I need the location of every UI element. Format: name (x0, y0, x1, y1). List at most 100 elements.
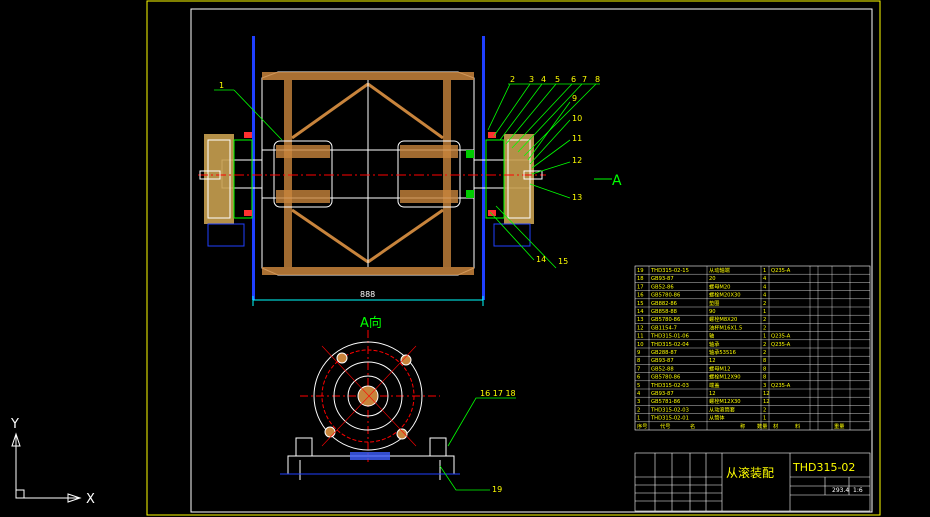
end-view-a (280, 330, 460, 480)
bom-cell: 2 (763, 317, 766, 323)
bom-cell: 8 (637, 358, 640, 364)
bom-cell: THD315-02-03 (650, 383, 689, 389)
bom-cell: 4 (763, 284, 767, 290)
bom-cell: GB52-88 (651, 366, 674, 372)
bom-cell: 8 (763, 366, 766, 372)
bom-cell: 2 (763, 350, 766, 356)
balloon-4: 4 (541, 75, 546, 84)
bom-header: 称 (740, 422, 745, 430)
balloon-13: 13 (572, 193, 582, 202)
bom-cell: 12 (763, 399, 770, 405)
bom-cell: 8 (763, 375, 766, 381)
bom-cell: 8 (763, 358, 766, 364)
bom-cell: 螺栓M12X90 (709, 373, 741, 381)
bom-cell: 19 (637, 268, 644, 274)
bom-cell: 2 (763, 325, 766, 331)
bom-cell: GB93-87 (651, 276, 674, 282)
bom-cell: 轴承 (709, 340, 720, 348)
bom-cell: THD315-02-15 (650, 268, 689, 274)
bom-cell: 6 (637, 375, 640, 381)
bom-cell: 1 (763, 416, 766, 422)
bom-cell: 10 (637, 342, 644, 348)
bom-cell: 2 (763, 301, 766, 307)
bom-cell: 4 (637, 391, 641, 397)
bom-cell: 12 (709, 358, 716, 364)
balloon-labels: 1 2 3 4 5 6 7 8 9 10 11 12 13 14 15 16 1… (219, 75, 600, 494)
bom-cell: GB5781-86 (651, 399, 680, 405)
bom-cell: GB858-88 (651, 309, 677, 315)
bom-cell: 5 (637, 383, 640, 389)
bom-cell: 油杯M16X1.5 (709, 323, 742, 331)
ucs-x-label: X (86, 492, 95, 507)
bom-cell: 螺栓M12X30 (709, 397, 741, 405)
balloon-10: 10 (572, 114, 582, 123)
bom-cell: 20 (709, 276, 716, 282)
bom-header: 序号 (637, 422, 647, 430)
bom-cell: 1 (763, 268, 766, 274)
bom-cell: 轴承53516 (709, 348, 736, 356)
bom-cell: 轴 (709, 332, 714, 340)
bom-cell: 2 (763, 407, 766, 413)
balloon-7: 7 (582, 75, 587, 84)
bom-cell: 从动轴端 (709, 266, 730, 274)
bom-cell: GB93-87 (651, 358, 674, 364)
bom-cell: GB288-87 (651, 350, 677, 356)
balloon-1: 1 (219, 81, 224, 90)
view-a-label: A向 (360, 315, 382, 331)
dimension-text: 888 (360, 290, 375, 299)
bom-cell: 3 (763, 383, 766, 389)
balloon-6: 6 (571, 75, 576, 84)
bom-header: 名 (690, 422, 695, 430)
ucs-y-label: Y (10, 417, 19, 432)
drawing-scale: 1:6 (853, 487, 863, 494)
bom-cell: 1 (637, 416, 640, 422)
sheet-outer-border (146, 0, 881, 516)
balloon-11: 11 (572, 134, 582, 143)
bom-cell: 从动滚筒套 (709, 405, 736, 413)
bom-cell: Q235-A (771, 268, 791, 274)
balloon-9: 9 (572, 94, 577, 103)
bom-header: 材 (773, 422, 778, 430)
bom-cell: 2 (763, 342, 766, 348)
bom-cell: 垫圈 (709, 299, 719, 307)
overall-dimension (252, 296, 484, 306)
bom-cell: THD315-02-01 (650, 416, 689, 422)
bom-cell: 端盖 (709, 381, 719, 389)
balloon-15: 15 (558, 257, 568, 266)
bom-cell: 90 (709, 309, 716, 315)
bom-cell: 17 (637, 284, 644, 290)
section-marker-label: A (612, 173, 622, 189)
bom-cell: GB93-87 (651, 391, 674, 397)
bom-cell: THD315-01-06 (650, 334, 689, 340)
bom-header: 数量 (757, 422, 767, 430)
bom-cell: THD315-02-03 (650, 407, 689, 413)
bom-cell: 12 (763, 391, 770, 397)
bom-cell: 16 (637, 293, 644, 299)
leader-lines (214, 83, 600, 491)
main-section-view (198, 36, 546, 300)
bom-cell: GB5780-86 (651, 293, 680, 299)
bom-cell: 14 (637, 309, 644, 315)
bom-cell: GB1154-7 (651, 325, 677, 331)
bom-header: 料 (795, 422, 800, 430)
balloon-2: 2 (510, 75, 515, 84)
ucs-icon (11, 432, 82, 503)
bom-cell: 4 (763, 276, 767, 282)
bom-cell: 12 (709, 391, 716, 397)
balloon-14: 14 (536, 255, 546, 264)
balloon-3: 3 (529, 75, 534, 84)
bom-cell: GB882-86 (651, 301, 677, 307)
bom-cell: 18 (637, 276, 644, 282)
bom-cell: 11 (637, 334, 644, 340)
bom-cell: 螺母M20 (709, 282, 730, 290)
drawing-name: 从滚装配 (726, 465, 774, 480)
bom-cell: Q235-A (771, 334, 791, 340)
bom-cell: 从筒体 (709, 414, 725, 422)
balloon-5: 5 (555, 75, 560, 84)
bom-cell: THD315-02-04 (650, 342, 690, 348)
bom-cell: 螺栓M8X20 (709, 315, 737, 323)
bom-cell: 2 (637, 407, 640, 413)
balloon-16-18: 16 17 18 (480, 389, 516, 398)
bom-cell: GB5780-86 (651, 317, 680, 323)
